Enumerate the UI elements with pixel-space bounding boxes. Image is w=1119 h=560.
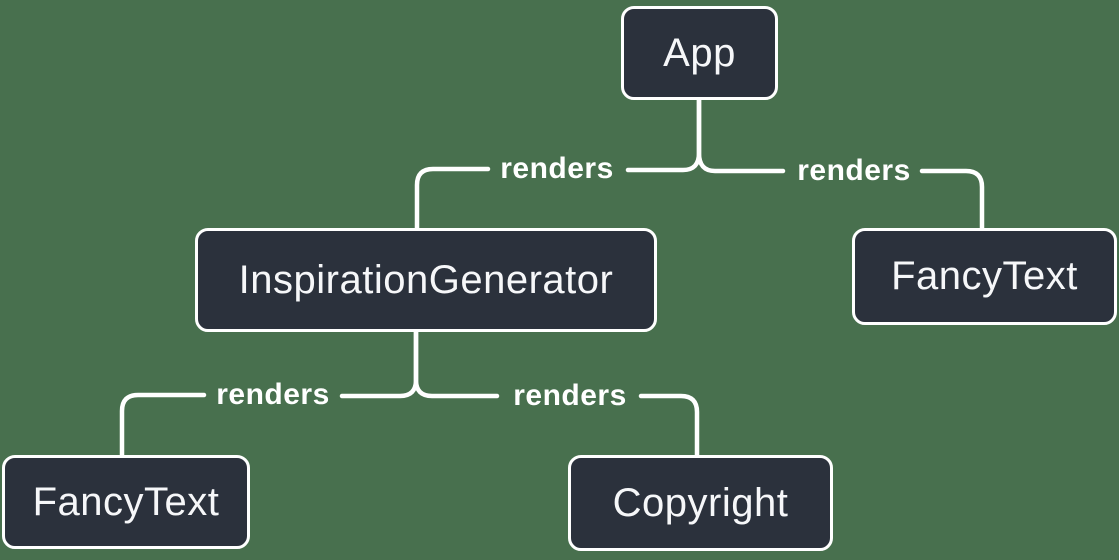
edge-app-to-inspirationgenerator-lower bbox=[414, 166, 491, 231]
edge-label-app-fancytext: renders bbox=[797, 154, 911, 187]
node-app-label: App bbox=[663, 30, 736, 75]
edge-inspiration-to-copyright-upper bbox=[413, 329, 500, 399]
node-inspiration-generator-label: InspirationGenerator bbox=[238, 257, 614, 302]
node-inspiration-generator: InspirationGenerator bbox=[195, 228, 657, 332]
edge-app-to-fancytext-lower bbox=[919, 168, 985, 231]
node-app: App bbox=[621, 6, 778, 100]
edge-inspiration-to-fancytext-upper bbox=[339, 329, 419, 399]
edge-inspiration-to-fancytext-lower bbox=[119, 392, 207, 458]
node-fancy-text-left: FancyText bbox=[2, 455, 250, 549]
node-fancy-text-left-label: FancyText bbox=[32, 479, 220, 524]
node-fancy-text-right-label: FancyText bbox=[891, 254, 1078, 298]
node-fancy-text-right: FancyText bbox=[852, 228, 1117, 325]
node-copyright-label: Copyright bbox=[612, 480, 789, 525]
edge-label-inspirationgenerator-copyright: renders bbox=[513, 379, 627, 412]
edge-inspiration-to-copyright-lower bbox=[638, 393, 700, 458]
edge-app-to-fancytext-upper bbox=[696, 97, 786, 174]
edge-label-app-inspirationgenerator: renders bbox=[500, 152, 614, 185]
edge-label-inspirationgenerator-fancytext: renders bbox=[216, 378, 330, 411]
edge-app-to-inspirationgenerator-upper bbox=[625, 97, 702, 173]
node-copyright: Copyright bbox=[568, 455, 833, 551]
